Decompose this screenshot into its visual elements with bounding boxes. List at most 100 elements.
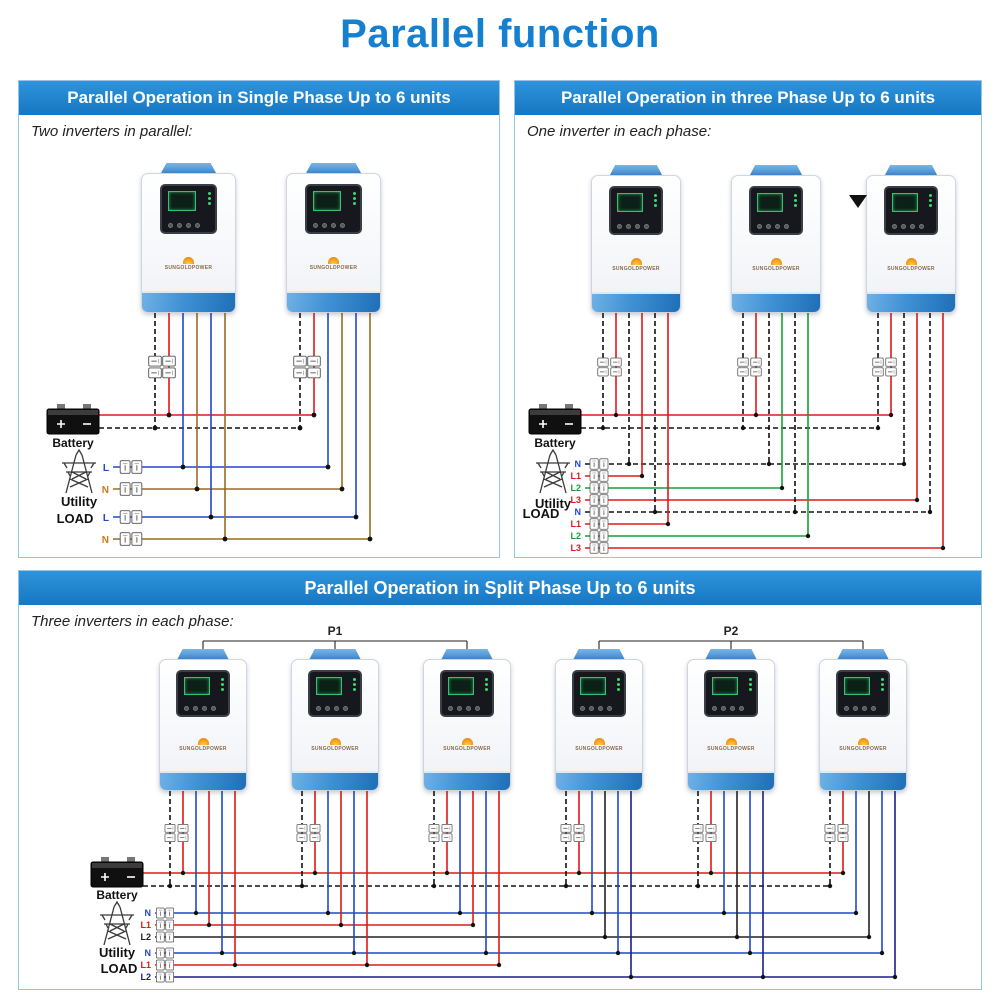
pointer-triangle-icon bbox=[849, 195, 867, 208]
inverter-mount-bracket bbox=[177, 649, 229, 659]
inverter-buttons bbox=[712, 706, 745, 712]
inverter-mount-bracket bbox=[837, 649, 889, 659]
utility-wires bbox=[155, 783, 870, 938]
utility-line-l2-label: L2 bbox=[140, 932, 151, 942]
inverter-led-indicators bbox=[353, 192, 357, 206]
utility-tower-icon bbox=[535, 449, 571, 494]
utility-tower-icon bbox=[99, 901, 135, 946]
inverter-display-screen bbox=[304, 184, 363, 234]
inverter-brand-logo: SUNGOLDPOWER bbox=[424, 738, 510, 752]
battery-icon bbox=[528, 403, 582, 435]
sun-logo-icon bbox=[329, 738, 341, 745]
panel-split-phase: Parallel Operation in Split Phase Up to … bbox=[18, 570, 982, 990]
utility-wires bbox=[113, 305, 343, 490]
panel-single-phase-subtitle: Two inverters in parallel: bbox=[31, 123, 193, 140]
inverter-led-indicators bbox=[352, 677, 356, 691]
inverter-body: SUNGOLDPOWER bbox=[423, 659, 511, 791]
inverter-unit: SUNGOLDPOWER bbox=[291, 649, 379, 791]
inverter-bottom-panel bbox=[820, 770, 906, 790]
inverter-led-indicators bbox=[929, 194, 933, 208]
panel-split-phase-header: Parallel Operation in Split Phase Up to … bbox=[19, 571, 981, 605]
inverter-led-indicators bbox=[748, 677, 752, 691]
group-brackets bbox=[202, 640, 864, 649]
inverter-unit: SUNGOLDPOWER bbox=[687, 649, 775, 791]
battery-label: Battery bbox=[52, 436, 94, 450]
battery-wires bbox=[581, 305, 892, 429]
inverter-buttons bbox=[580, 706, 613, 712]
inverter-led-indicators bbox=[484, 677, 488, 691]
inverter-bottom-panel bbox=[556, 770, 642, 790]
inverter-lcd bbox=[313, 191, 341, 211]
utility-label: Utility bbox=[61, 494, 98, 509]
inverter-brand-logo: SUNGOLDPOWER bbox=[142, 256, 235, 271]
inverter-brand-name: SUNGOLDPOWER bbox=[887, 265, 935, 272]
inverter-unit: SUNGOLDPOWER bbox=[423, 649, 511, 791]
inverter-unit: SUNGOLDPOWER bbox=[141, 163, 236, 313]
load-line-l-label: L bbox=[103, 513, 109, 524]
inverter-mount-bracket bbox=[884, 165, 938, 175]
panel-three-phase-body: One inverter in each phase: bbox=[515, 115, 981, 557]
inverter-lcd bbox=[448, 677, 474, 696]
utility-line-n-label: N bbox=[102, 485, 109, 496]
sun-logo-icon bbox=[328, 256, 339, 264]
inverter-bottom-panel bbox=[142, 291, 235, 312]
inverter-lcd bbox=[712, 677, 738, 696]
inverter-buttons bbox=[891, 224, 924, 230]
inverter-brand-logo: SUNGOLDPOWER bbox=[556, 738, 642, 752]
sun-logo-icon bbox=[725, 738, 737, 745]
load-line-l1-label: L1 bbox=[140, 960, 151, 970]
junction-dots bbox=[152, 412, 373, 542]
three-phase-wiring-diagram: Battery Utility LOAD N L1 L2 L3 N L1 L2 … bbox=[523, 305, 946, 554]
utility-line-l1-label: L1 bbox=[570, 471, 581, 481]
load-label: LOAD bbox=[57, 511, 94, 526]
inverter-display-screen bbox=[704, 670, 758, 717]
inverter-brand-logo: SUNGOLDPOWER bbox=[688, 738, 774, 752]
battery-wires bbox=[99, 305, 315, 429]
load-wires bbox=[155, 783, 896, 978]
inverter-brand-logo: SUNGOLDPOWER bbox=[820, 738, 906, 752]
inverter-body: SUNGOLDPOWER bbox=[286, 173, 381, 313]
inverter-brand-name: SUNGOLDPOWER bbox=[443, 746, 491, 752]
utility-line-n-label: N bbox=[575, 459, 582, 469]
inverter-led-indicators bbox=[208, 192, 212, 206]
utility-label: Utility bbox=[99, 945, 136, 960]
group-p1-label: P1 bbox=[328, 624, 343, 638]
battery-label: Battery bbox=[96, 888, 138, 902]
inverter-led-indicators bbox=[880, 677, 884, 691]
inverter-buttons bbox=[448, 706, 481, 712]
inverter-brand-logo: SUNGOLDPOWER bbox=[867, 257, 955, 272]
inverter-mount-bracket bbox=[305, 163, 362, 173]
battery-wires bbox=[143, 783, 844, 887]
inverter-mount-bracket bbox=[749, 165, 803, 175]
inverter-lcd bbox=[616, 193, 644, 213]
split-phase-wiring-diagram: P1 P2 bbox=[90, 624, 898, 983]
utility-line-l1-label: L1 bbox=[140, 920, 151, 930]
group-p2-label: P2 bbox=[724, 624, 739, 638]
inverter-lcd bbox=[891, 193, 919, 213]
inverter-body: SUNGOLDPOWER bbox=[866, 175, 956, 313]
inverter-mount-bracket bbox=[160, 163, 217, 173]
inverter-brand-name: SUNGOLDPOWER bbox=[752, 265, 800, 272]
panel-single-phase-header: Parallel Operation in Single Phase Up to… bbox=[19, 81, 499, 115]
inverter-buttons bbox=[616, 224, 649, 230]
inverter-unit: SUNGOLDPOWER bbox=[819, 649, 907, 791]
load-line-n-label: N bbox=[575, 507, 582, 517]
inverter-mount-bracket bbox=[609, 165, 663, 175]
sun-logo-icon bbox=[630, 257, 642, 265]
inverter-led-indicators bbox=[654, 194, 658, 208]
inverter-unit: SUNGOLDPOWER bbox=[866, 165, 956, 313]
sun-logo-icon bbox=[905, 257, 917, 265]
inverter-display-screen bbox=[748, 186, 804, 235]
inverter-bottom-panel bbox=[160, 770, 246, 790]
load-line-l2-label: L2 bbox=[140, 972, 151, 982]
page-title: Parallel function bbox=[340, 12, 660, 56]
sun-logo-icon bbox=[770, 257, 782, 265]
load-label: LOAD bbox=[523, 506, 560, 521]
load-line-l1-label: L1 bbox=[570, 519, 581, 529]
panel-single-phase-body: Two inverters in parallel: bbox=[19, 115, 499, 557]
inverter-lcd bbox=[184, 677, 210, 696]
inverter-display-screen bbox=[572, 670, 626, 717]
inverter-unit: SUNGOLDPOWER bbox=[591, 165, 681, 313]
panel-split-phase-body: Three inverters in each phase: P1 P2 bbox=[19, 605, 981, 989]
utility-line-l3-label: L3 bbox=[570, 495, 581, 505]
